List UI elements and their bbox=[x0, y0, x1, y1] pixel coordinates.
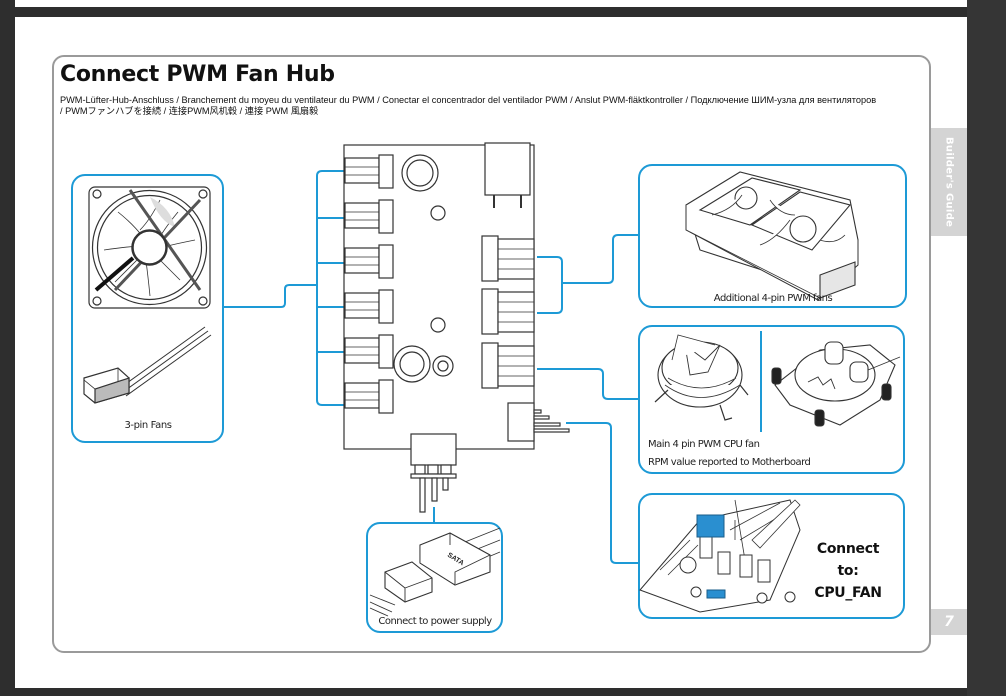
builders-guide-tab: Builder's Guide bbox=[931, 128, 967, 236]
fan-hub-board bbox=[343, 142, 570, 513]
wire-cpu-fan bbox=[537, 368, 638, 400]
hub-left-connectors bbox=[344, 154, 394, 414]
wire-fans-to-hub bbox=[224, 284, 317, 308]
three-pin-fan-illustration bbox=[83, 186, 212, 404]
viewer-background bbox=[967, 0, 1006, 696]
cpu-cooler-illustration bbox=[654, 334, 749, 421]
connection-lines bbox=[224, 170, 638, 564]
three-pin-caption: 3-pin Fans bbox=[124, 420, 171, 431]
cpu-fan-header-name: CPU_FAN bbox=[814, 585, 882, 601]
wire-pwm-bracket bbox=[537, 256, 563, 314]
previous-page-edge bbox=[15, 0, 967, 7]
connect-to-line1: Connect to: bbox=[816, 541, 880, 579]
side-tab-label: Builder's Guide bbox=[943, 136, 955, 228]
power-caption: Connect to power supply bbox=[378, 616, 492, 627]
wire-mobo bbox=[566, 422, 638, 564]
sata-connector-illustration: SATA bbox=[369, 527, 501, 617]
cpu-fan-connector-highlight bbox=[696, 514, 725, 538]
page-title: Connect PWM Fan Hub bbox=[60, 62, 335, 87]
content-frame bbox=[52, 55, 931, 653]
cpu-fan-caption-line2: RPM value reported to Motherboard bbox=[648, 457, 811, 468]
radiator-fans-illustration bbox=[685, 171, 859, 301]
page-number: 7 bbox=[931, 609, 967, 635]
hub-left-pins bbox=[345, 166, 379, 401]
cpu-fan-caption-line1: Main 4 pin PWM CPU fan bbox=[648, 439, 760, 450]
connect-to-label: Connect to: CPU_FAN bbox=[806, 538, 890, 604]
wire-pwm-to-panel bbox=[562, 234, 638, 284]
additional-fans-caption: Additional 4-pin PWM fans bbox=[714, 293, 833, 304]
water-block-illustration bbox=[771, 341, 901, 427]
hub-power-connector bbox=[410, 433, 457, 466]
wire-hub-bus-left bbox=[316, 170, 344, 406]
translated-titles: PWM-Lüfter-Hub-Anschluss / Branchement d… bbox=[60, 95, 877, 116]
motherboard-illustration bbox=[639, 499, 801, 613]
cpu-fan-header-highlight bbox=[706, 589, 726, 599]
